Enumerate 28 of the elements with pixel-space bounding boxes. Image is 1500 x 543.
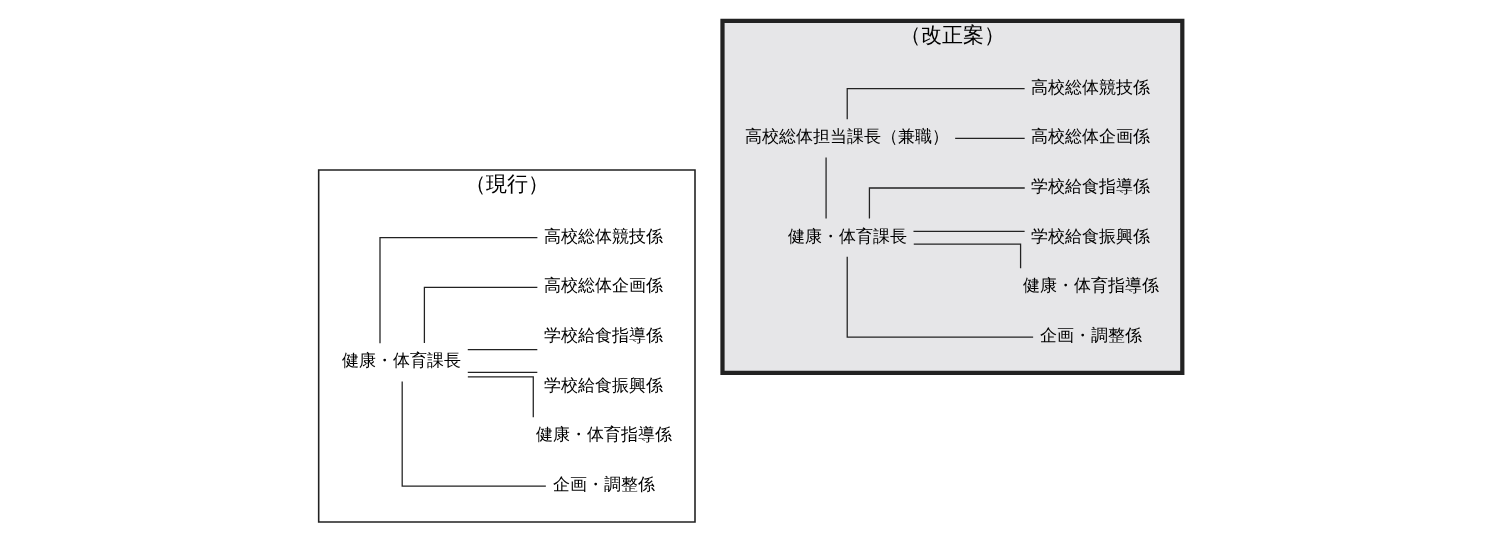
connector xyxy=(466,371,538,373)
node-text: 学校給食指導係 xyxy=(1030,176,1150,197)
node-text: 健康・体育課長 xyxy=(787,225,907,246)
node-text: 学校給食振興係 xyxy=(1030,225,1150,246)
connector xyxy=(378,237,538,344)
node-text: 高校総体競技係 xyxy=(543,225,663,246)
connector xyxy=(466,376,534,418)
node-text: 高校総体企画係 xyxy=(1030,126,1150,147)
node-text: 企画・調整係 xyxy=(1039,325,1142,346)
node-text: 学校給食指導係 xyxy=(543,325,663,346)
connector xyxy=(846,256,1034,338)
node-text: 企画・調整係 xyxy=(552,474,655,495)
connector xyxy=(423,286,538,344)
connector xyxy=(466,349,538,351)
node-text: 健康・体育指導係 xyxy=(535,424,672,445)
connector xyxy=(868,187,1025,220)
connector xyxy=(912,230,1025,232)
node-text: 高校総体競技係 xyxy=(1030,76,1150,97)
node-text: 健康・体育指導係 xyxy=(1022,275,1159,296)
node-text: 健康・体育課長 xyxy=(341,350,461,371)
connector xyxy=(912,243,1021,269)
connector xyxy=(846,88,1025,120)
node-text: 学校給食振興係 xyxy=(543,374,663,395)
connector xyxy=(824,156,827,220)
node-text: 高校総体担当課長（兼職） xyxy=(744,126,949,147)
connector xyxy=(401,380,546,487)
node-text: 高校総体企画係 xyxy=(543,275,663,296)
connector xyxy=(954,137,1025,139)
